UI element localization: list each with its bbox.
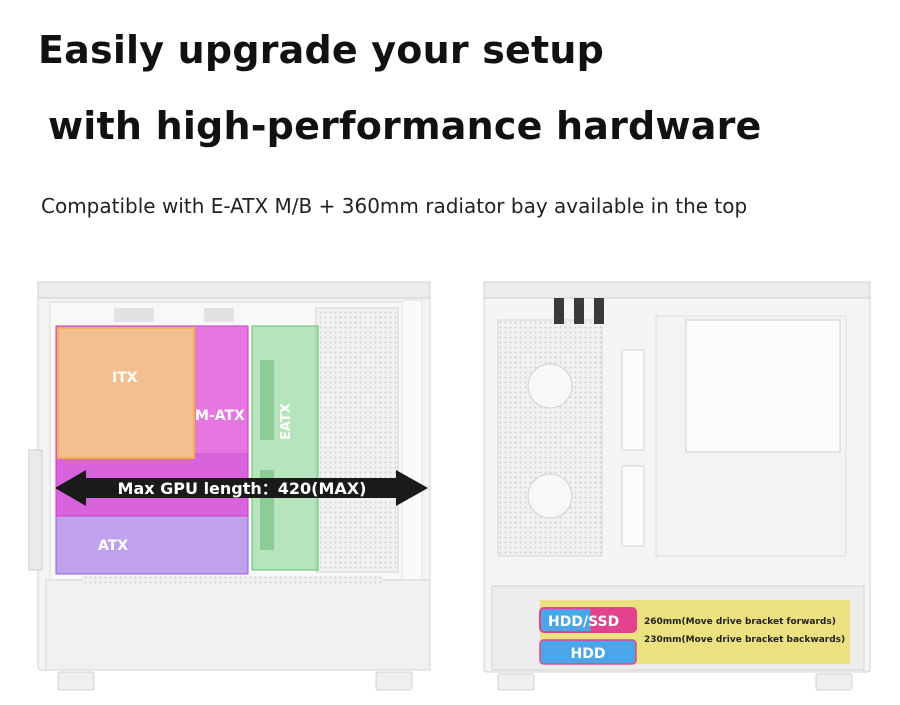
fan-cutout <box>527 473 573 519</box>
cable-slot <box>621 349 645 451</box>
label-atx: ATX <box>98 538 128 554</box>
headline-line-1: Easily upgrade your setup <box>38 28 605 72</box>
case-top-bar <box>37 281 431 299</box>
label-eatx: EATX <box>279 403 294 440</box>
shroud-vent <box>82 576 382 584</box>
cpu-cutout <box>685 319 841 453</box>
psu-shroud <box>45 579 431 671</box>
cable-slot <box>621 465 645 547</box>
side-bracket <box>28 449 43 571</box>
note-backward: 230mm(Move drive bracket backwards) <box>644 635 845 645</box>
cable-grommet <box>594 298 604 324</box>
case-top-bar <box>483 281 871 299</box>
badge-hdd-label: HDD <box>571 646 606 662</box>
badge-hdd-text: HDD <box>548 614 583 630</box>
front-mesh <box>315 307 399 573</box>
note-forward: 260mm(Move drive bracket forwards) <box>644 617 836 627</box>
foot-right <box>375 671 413 691</box>
foot-left <box>497 673 535 691</box>
gpu-length-arrow <box>55 470 428 506</box>
badge-slash-text: / <box>583 614 589 630</box>
cable-grommet <box>554 298 564 324</box>
badge-ssd-segment <box>590 608 636 632</box>
badge-hdd <box>539 639 637 665</box>
label-matx: M-ATX <box>195 408 245 424</box>
left-case-illustration: ITX M-ATX EATX ATX Max GPU length：420(MA… <box>28 281 431 691</box>
rear-fan-mesh <box>497 319 603 557</box>
foot-right <box>815 673 853 691</box>
fan-cutout <box>527 363 573 409</box>
right-case-illustration: HDD/SSD HDD 260mm(Move drive bracket for… <box>483 281 871 691</box>
top-slot <box>114 308 154 322</box>
front-glass-edge <box>401 299 423 583</box>
eatx-slot <box>260 360 274 440</box>
cable-grommet <box>574 298 584 324</box>
foot-left <box>57 671 95 691</box>
badge-ssd-text: SSD <box>588 614 619 630</box>
svg-text:HDD/SSD: HDD/SSD <box>548 614 619 630</box>
zone-itx <box>57 327 195 459</box>
gpu-length-label: Max GPU length：420(MAX) <box>118 479 367 498</box>
headline-line-2: with high-performance hardware <box>48 104 762 148</box>
top-slot <box>204 308 234 322</box>
label-itx: ITX <box>112 370 138 386</box>
subheadline: Compatible with E-ATX M/B + 360mm radiat… <box>41 194 748 218</box>
